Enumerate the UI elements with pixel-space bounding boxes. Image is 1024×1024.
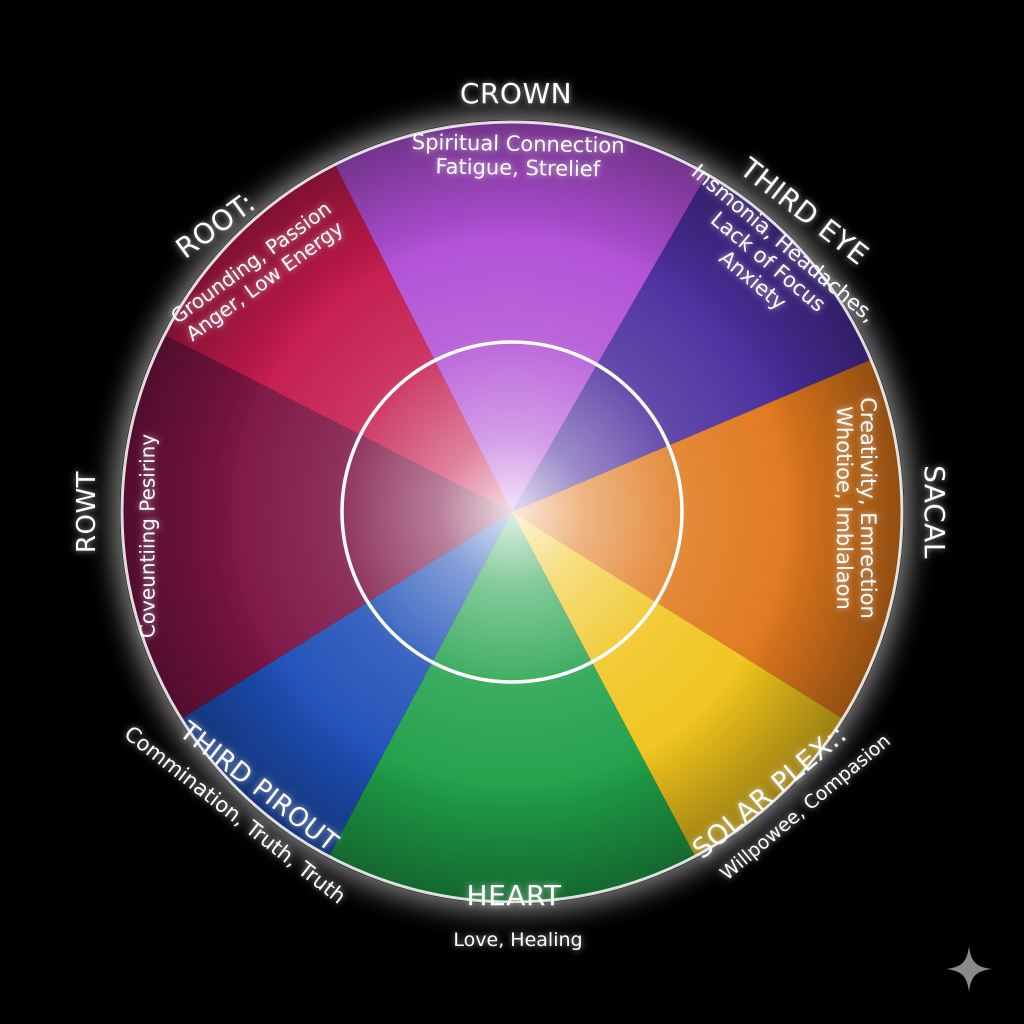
rowt-title: ROWT (72, 470, 103, 554)
crown-title: CROWN (459, 76, 573, 110)
rowt-description: Coveuntiing Pesiriny (135, 433, 160, 639)
inner-ring (340, 340, 684, 684)
sacal-line-2: Whotioe, Imblalaon (832, 406, 856, 610)
sacal-line-1: Creativity, Emrection (856, 397, 881, 619)
sacal-title: SACAL (918, 465, 952, 559)
center-glow (212, 212, 812, 812)
sparkle-icon (946, 946, 992, 992)
sacal-description: Creativity, Emrection Whotioe, Imblalaon (832, 397, 880, 619)
heart-description: Love, Healing (453, 929, 583, 952)
wheel-outer-ring (120, 120, 904, 904)
crown-description: Spiritual Connection Fatigue, Strelief (411, 130, 625, 182)
crown-line-2: Fatigue, Strelief (435, 154, 601, 182)
heart-title: HEART (466, 878, 562, 912)
